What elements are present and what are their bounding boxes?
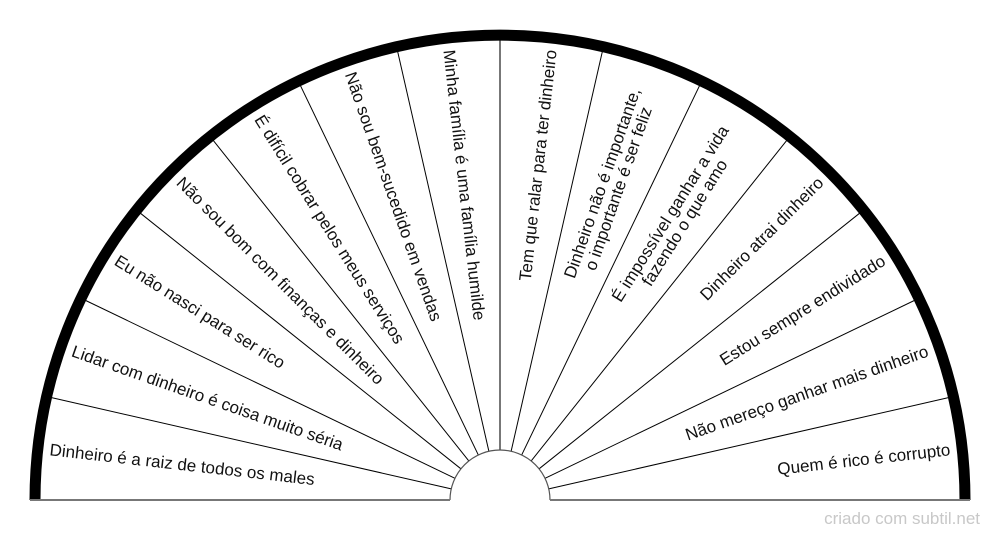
segment-divider <box>530 136 791 462</box>
segment-label: Quem é rico é corrupto <box>776 440 951 478</box>
outer-band-arc <box>29 29 971 501</box>
segment-label: Tem que ralar para ter dinheiro <box>516 49 561 282</box>
segment-divider <box>136 209 462 470</box>
segment-divider <box>521 80 703 456</box>
segment-divider <box>297 80 479 456</box>
segment-divider <box>544 297 920 479</box>
segment-divider <box>396 46 490 452</box>
segment-label-line: Minha família é uma família humilde <box>439 49 488 322</box>
segment-label-line: Dinheiro é a raiz de todos os males <box>49 440 316 489</box>
segment-divider <box>548 396 954 490</box>
segment-label-line: Tem que ralar para ter dinheiro <box>516 49 561 282</box>
segment-divider <box>510 46 604 452</box>
segment-label-line: Quem é rico é corrupto <box>776 440 951 478</box>
segment-divider <box>209 136 470 462</box>
segment-label: Minha família é uma família humilde <box>439 49 488 322</box>
segment-divider <box>80 297 456 479</box>
credit-footer: criado com subtil.net <box>824 509 980 528</box>
inner-hub-arc <box>449 449 551 501</box>
segment-label: Dinheiro é a raiz de todos os males <box>49 440 316 489</box>
segment-label-line: Dinheiro atrai dinheiro <box>696 173 827 304</box>
segment-divider <box>538 209 864 470</box>
segment-label: Dinheiro atrai dinheiro <box>696 173 827 304</box>
segment-divider <box>46 396 452 490</box>
segment-dividers <box>46 35 954 490</box>
